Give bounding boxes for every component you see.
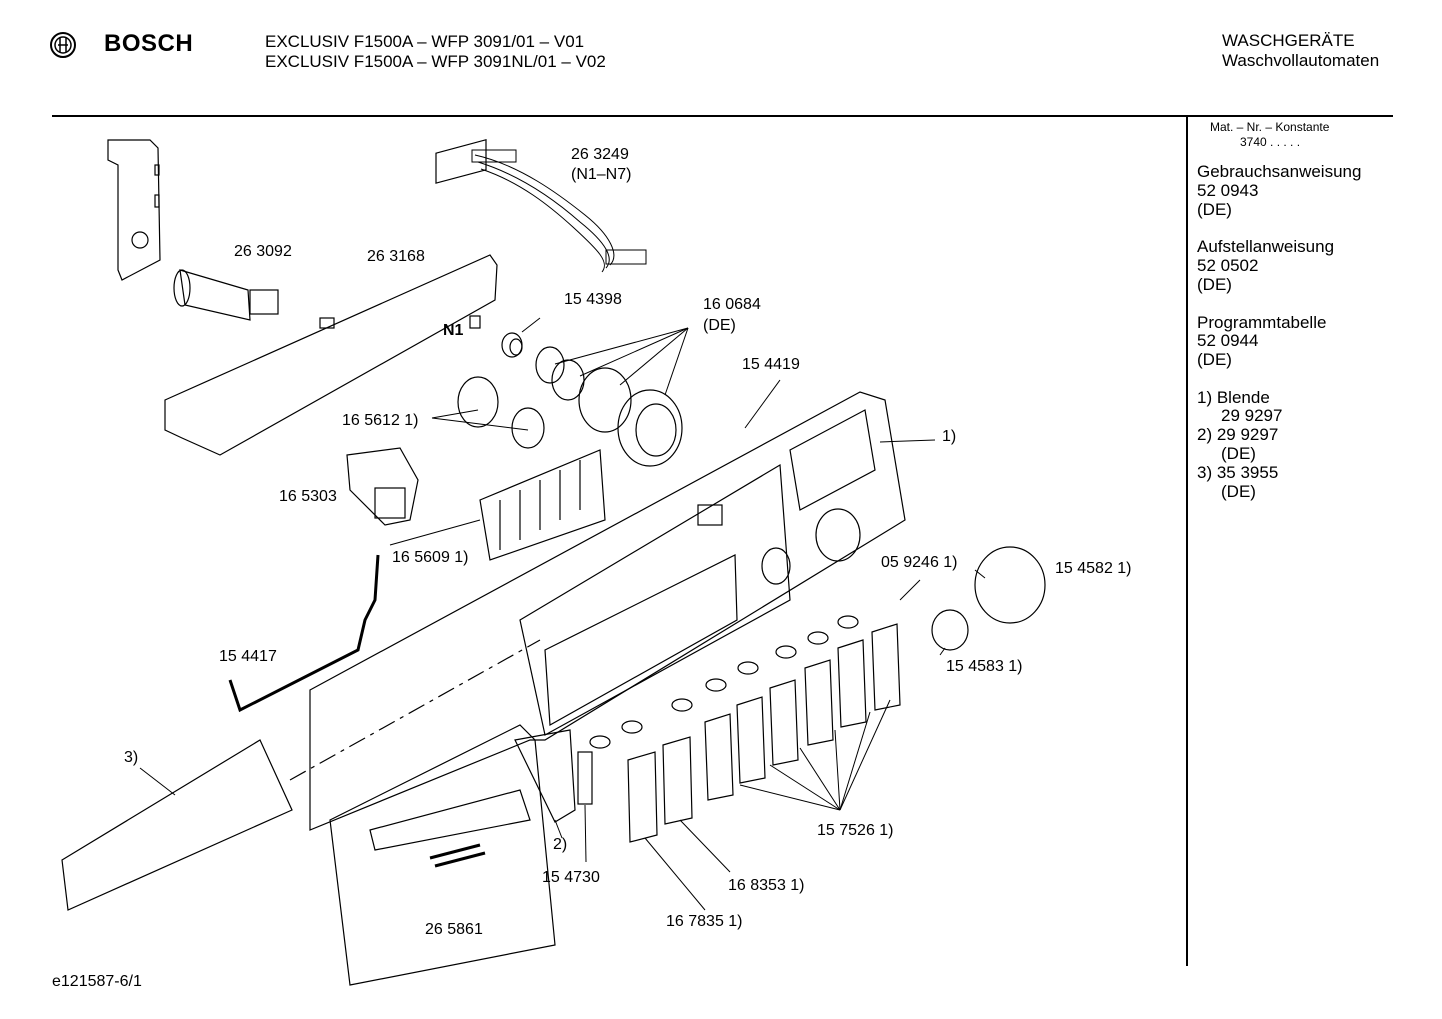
control-panel-frame xyxy=(309,391,906,831)
part-label: 15 4583 1) xyxy=(946,658,1023,675)
part-label: 26 3168 xyxy=(367,248,425,265)
part-label: 05 9246 1) xyxy=(881,554,958,571)
part-label: 26 3249 xyxy=(571,146,629,163)
part-label: 3) xyxy=(124,749,139,766)
bosch-logo-icon xyxy=(50,32,76,58)
doc-title: Programmtabelle xyxy=(1197,313,1327,332)
springs xyxy=(589,615,859,749)
category: WASCHGERÄTE xyxy=(1222,31,1355,50)
note-1: 1) Blende xyxy=(1197,388,1270,407)
mounting-bracket xyxy=(107,139,161,281)
note-2: 2) 29 9297 xyxy=(1197,425,1279,444)
subcategory: Waschvollautomaten xyxy=(1222,51,1380,70)
doc-lang: (DE) xyxy=(1197,200,1232,219)
push-buttons xyxy=(627,623,901,843)
part-label: 15 7526 1) xyxy=(817,822,894,839)
switch-block xyxy=(346,447,419,526)
doc-number: 52 0943 xyxy=(1197,181,1259,200)
mat-header: Mat. – Nr. – Konstante xyxy=(1210,120,1330,134)
document-code: e121587-6/1 xyxy=(52,973,142,990)
push-rods xyxy=(479,449,606,561)
knob-adaptors xyxy=(535,346,683,467)
part-label: 15 4582 1) xyxy=(1055,560,1132,577)
cable-harness xyxy=(471,149,647,273)
doc-number: 52 0502 xyxy=(1197,256,1259,275)
part-label: 2) xyxy=(553,836,568,853)
brand-name: BOSCH xyxy=(104,30,194,57)
rod xyxy=(228,554,380,713)
part-label: 15 4398 xyxy=(564,291,622,308)
trim-strip xyxy=(514,729,576,823)
part-label: 15 4730 xyxy=(542,869,600,886)
alignment-line xyxy=(289,639,541,781)
doc-title: Aufstellanweisung xyxy=(1197,237,1335,256)
doc-lang: (DE) xyxy=(1197,350,1232,369)
doc-title: Gebrauchsanweisung xyxy=(1197,162,1362,181)
part-label: 16 5303 xyxy=(279,488,337,505)
light-guide xyxy=(577,751,593,805)
note-1-value: 29 9297 xyxy=(1221,406,1283,425)
label-strip xyxy=(61,739,293,911)
detergent-drawer xyxy=(329,724,556,986)
part-label: 16 7835 1) xyxy=(666,913,743,930)
doc-lang: (DE) xyxy=(1197,275,1232,294)
note-2-lang: (DE) xyxy=(1221,444,1256,463)
part-label: (N1–N7) xyxy=(571,166,632,183)
part-label: 16 5609 1) xyxy=(392,549,469,566)
title-line-2: EXCLUSIV F1500A – WFP 3091NL/01 – V02 xyxy=(265,52,606,71)
selector-parts xyxy=(457,376,545,449)
part-label: 16 0684 xyxy=(703,296,761,313)
leader-lines xyxy=(139,317,986,911)
part-label: 15 4417 xyxy=(219,648,277,665)
mat-value: 3740 . . . . . xyxy=(1240,135,1301,149)
part-label: 16 5612 1) xyxy=(342,412,419,429)
part-label: 15 4419 xyxy=(742,356,800,373)
part-label: 16 8353 1) xyxy=(728,877,805,894)
part-label: 26 3092 xyxy=(234,243,292,260)
part-label: 26 5861 xyxy=(425,921,483,938)
capacitor xyxy=(173,269,279,321)
knob-insert xyxy=(501,332,523,358)
note-3-lang: (DE) xyxy=(1221,482,1256,501)
electronics-board xyxy=(164,139,498,456)
part-label: (DE) xyxy=(703,317,736,334)
part-label: 1) xyxy=(942,428,957,445)
note-3: 3) 35 3955 xyxy=(1197,463,1279,482)
title-line-1: EXCLUSIV F1500A – WFP 3091/01 – V01 xyxy=(265,32,585,51)
knobs xyxy=(931,546,1046,651)
doc-number: 52 0944 xyxy=(1197,331,1259,350)
board-designator: N1 xyxy=(443,322,464,339)
